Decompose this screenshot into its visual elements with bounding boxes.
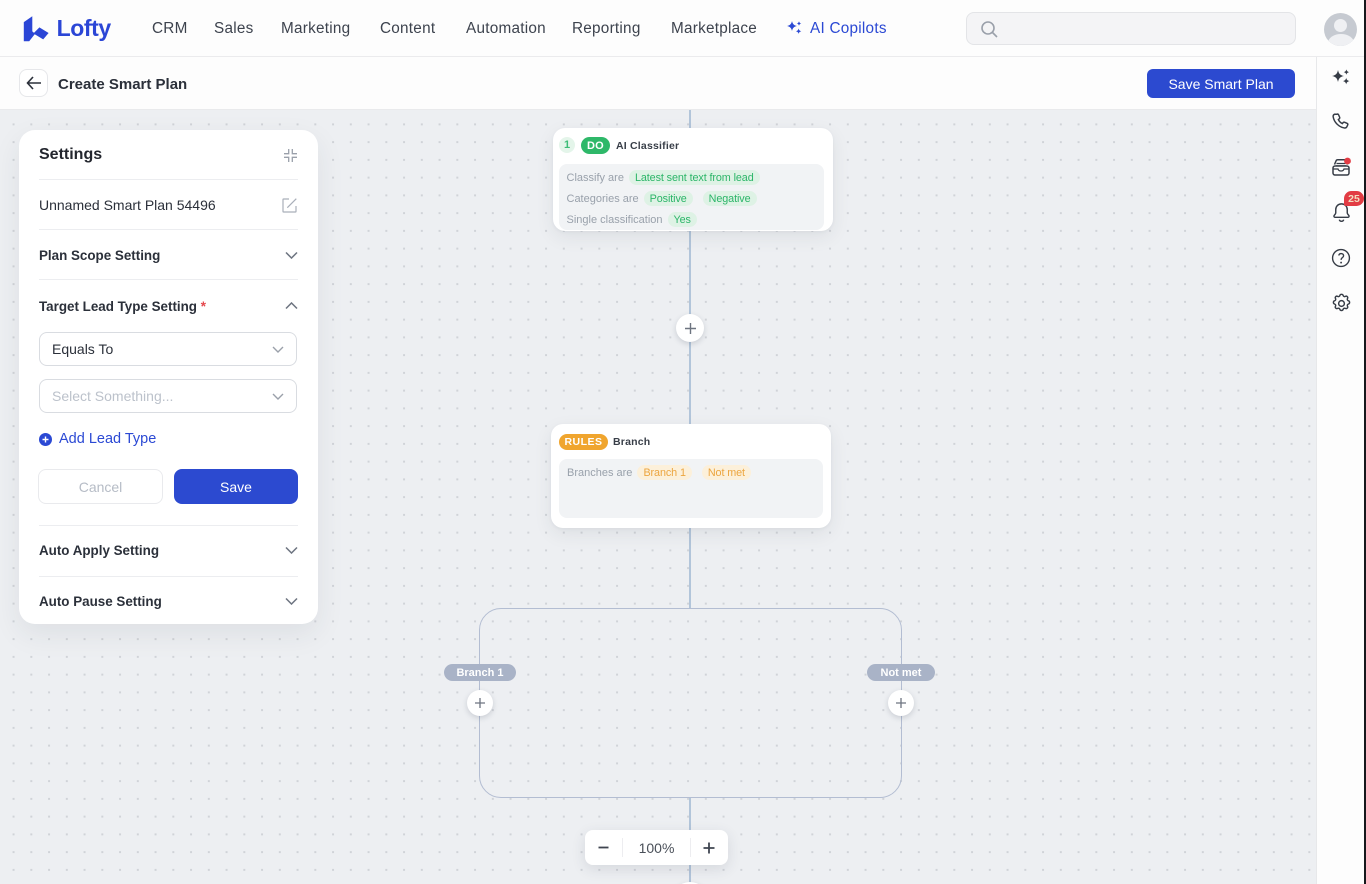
svg-text:Lofty: Lofty — [57, 15, 112, 41]
